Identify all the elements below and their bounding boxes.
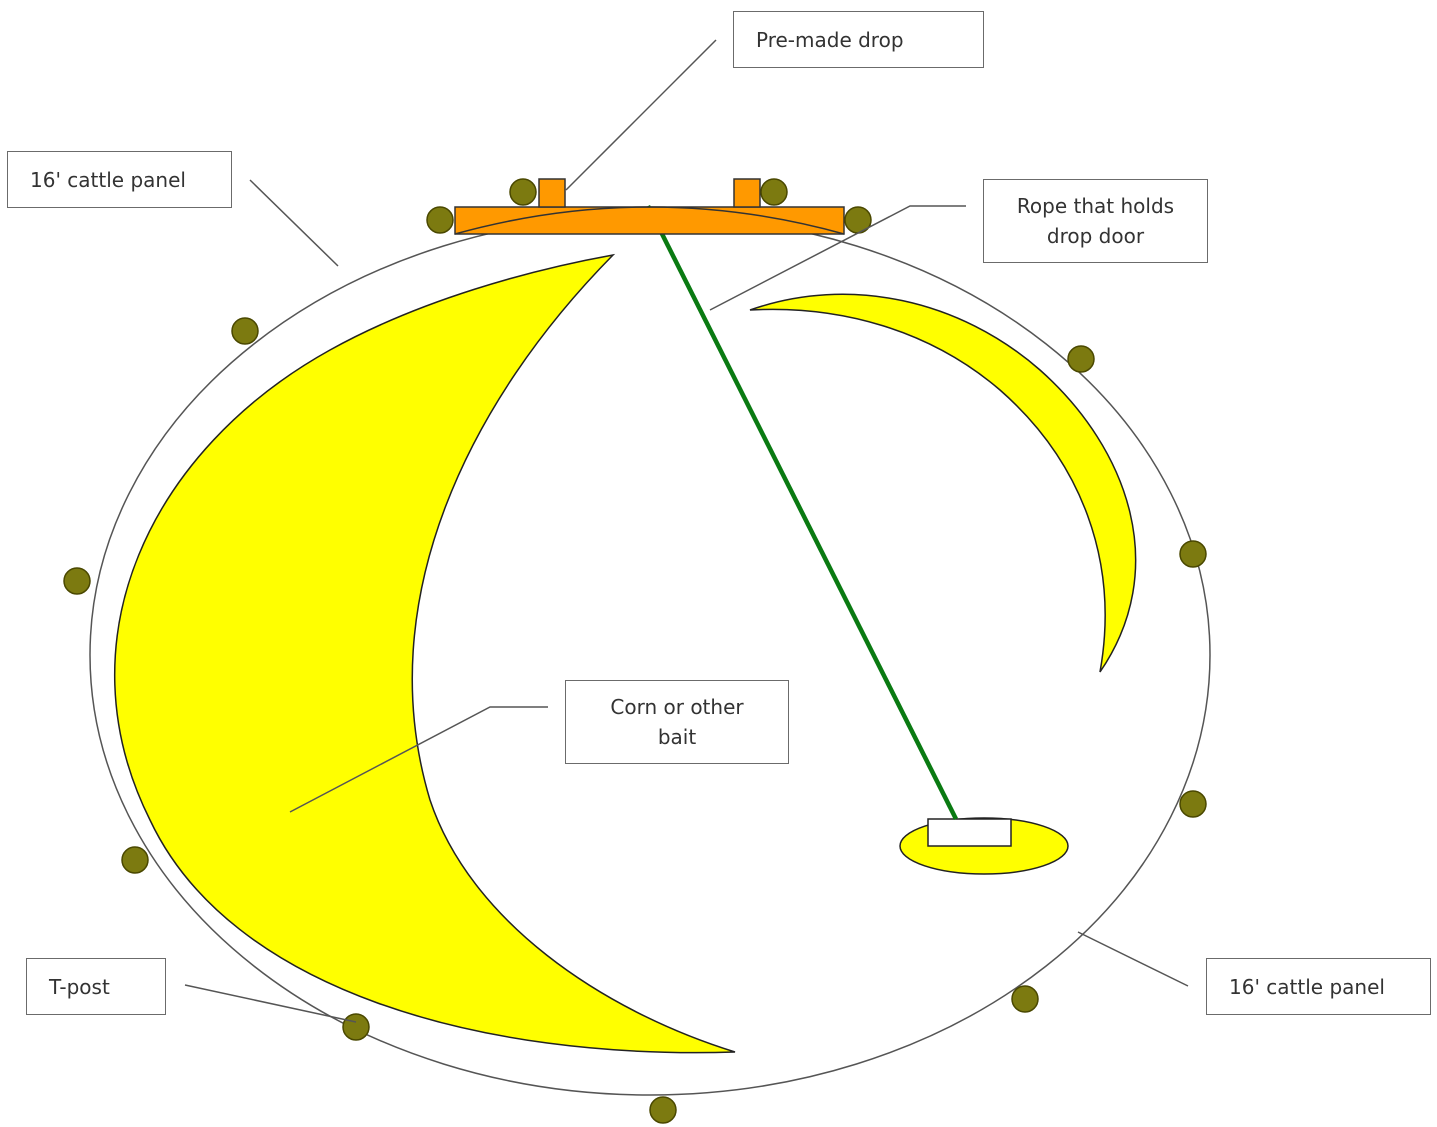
leader-tpost xyxy=(184,984,357,1023)
door-guide-left xyxy=(538,178,566,208)
rope xyxy=(645,204,959,821)
t-post xyxy=(231,317,259,345)
label-rope-line1: Rope that holds xyxy=(1016,194,1175,218)
label-corn-line2: bait xyxy=(657,725,697,749)
t-post xyxy=(649,1096,677,1124)
t-post xyxy=(1179,540,1207,568)
t-post xyxy=(63,567,91,595)
trigger-block xyxy=(927,818,1012,847)
label-corn-line1: Corn or other xyxy=(610,695,744,719)
leader-cattle-panel-right xyxy=(1077,931,1189,987)
label-corn-bait: Corn or other bait xyxy=(565,680,789,764)
leader-premade-drop xyxy=(565,39,717,191)
t-post xyxy=(509,178,537,206)
label-cattle-panel-right-text: 16' cattle panel xyxy=(1229,974,1385,999)
label-premade-drop-text: Pre-made drop xyxy=(756,27,904,52)
label-rope: Rope that holds drop door xyxy=(983,179,1208,263)
label-tpost-text: T-post xyxy=(49,974,110,999)
t-post xyxy=(1179,790,1207,818)
leader-cattle-panel-left xyxy=(249,179,339,267)
leader-rope xyxy=(709,205,966,311)
bait-crescent-large xyxy=(114,253,736,1054)
t-post xyxy=(1067,345,1095,373)
leader-corn xyxy=(289,706,548,813)
label-cattle-panel-left: 16' cattle panel xyxy=(7,151,232,208)
bait-crescent-small xyxy=(749,293,1137,673)
door-guide-right xyxy=(733,178,761,208)
label-rope-line2: drop door xyxy=(1046,224,1145,248)
t-post xyxy=(1011,985,1039,1013)
label-cattle-panel-right: 16' cattle panel xyxy=(1206,958,1431,1015)
label-tpost: T-post xyxy=(26,958,166,1015)
t-post xyxy=(426,206,454,234)
door-arc xyxy=(454,206,845,235)
t-post xyxy=(342,1013,370,1041)
leader-lines xyxy=(184,39,1189,1023)
t-post xyxy=(760,178,788,206)
label-premade-drop: Pre-made drop xyxy=(733,11,984,68)
label-cattle-panel-left-text: 16' cattle panel xyxy=(30,167,186,192)
t-post xyxy=(121,846,149,874)
